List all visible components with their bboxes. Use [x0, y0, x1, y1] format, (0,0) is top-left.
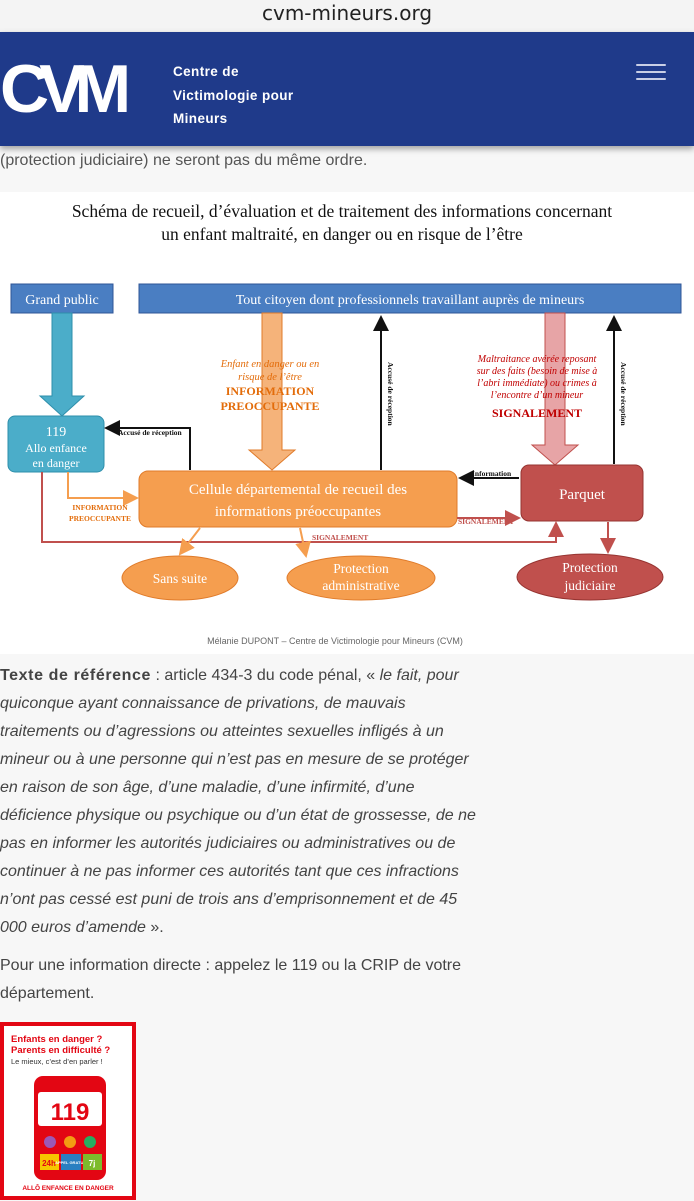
protection-judic-line-2: judiciaire: [564, 578, 616, 593]
diagram-image: Schéma de recueil, d’évaluation et de tr…: [0, 192, 694, 654]
poster-24h: 24h: [42, 1159, 56, 1168]
protection-judic-line-1: Protection: [562, 560, 618, 575]
poster-appel: APPEL GRATUIT: [55, 1160, 87, 1165]
accuse-arrow-119: [104, 420, 191, 470]
maltraitance-line-4: l’encontre d’un mineur: [491, 390, 583, 401]
box-119: [7, 415, 105, 473]
cellule-line-2: informations préoccupantes: [215, 504, 381, 520]
url-text: cvm-mineurs.org: [261, 1, 433, 25]
parquet-label: Parquet: [559, 487, 606, 503]
hamburger-bar: [636, 78, 666, 80]
hamburger-menu-icon[interactable]: [636, 64, 666, 84]
hamburger-bar: [636, 71, 666, 73]
badge-appel: [61, 1154, 81, 1170]
clipped-paragraph: (protection judiciaire) ne seront pas du…: [0, 152, 368, 169]
cellule-line-1: Cellule départemental de recueil des: [189, 482, 407, 498]
poster-footer: ALLÔ ENFANCE EN DANGER: [22, 1183, 114, 1192]
reference-intro: : article 434-3 du code pénal, «: [151, 667, 380, 684]
cvm-logo[interactable]: CVM: [0, 56, 140, 118]
accuse-vertical-2: Accusé de réception: [619, 362, 628, 427]
orange-arrow: [247, 312, 297, 471]
site-name-line-3: Mineurs: [173, 111, 228, 126]
browser-url-bar[interactable]: cvm-mineurs.org: [0, 0, 694, 32]
grand-public-label: Grand public: [25, 293, 98, 308]
happy-face-icon: [84, 1136, 96, 1148]
poster-graphic: Enfants en danger ? Parents en difficult…: [11, 1034, 114, 1192]
neutral-face-icon: [64, 1136, 76, 1148]
signalement-bold: SIGNALEMENT: [492, 406, 582, 420]
cellule-box: [138, 470, 458, 528]
box-119-number: 119: [46, 425, 66, 440]
poster-7j: 7j: [89, 1159, 96, 1168]
tout-citoyen-label: Tout citoyen dont professionnels travail…: [236, 293, 585, 308]
parquet-box: [520, 464, 644, 522]
diagram-credit: Mélanie DUPONT – Centre de Victimologie …: [207, 636, 463, 646]
diagram-title-line-2: un enfant maltraité, en danger ou en ris…: [161, 224, 523, 244]
badge-24h: [40, 1154, 59, 1170]
protection-admin-line-2: administrative: [322, 578, 399, 593]
enfant-danger-line-1: Enfant en danger ou en: [220, 359, 320, 370]
info-preoc-bold-1: INFORMATION: [226, 384, 315, 398]
tout-citoyen-box: [138, 283, 682, 314]
info-preoc-small-1: INFORMATION: [72, 503, 128, 512]
maltraitance-line-3: l’abri immédiate) ou crimes à: [477, 378, 596, 389]
logo-text: CVM: [0, 56, 127, 118]
protection-judic-ellipse: [516, 553, 664, 601]
poster-line-3: Le mieux, c’est d’en parler !: [11, 1057, 103, 1066]
arrow-sans-suite: [178, 527, 201, 556]
info-preoc-small-2: PREOCCUPANTE: [69, 514, 131, 523]
diagram-title-line-1: Schéma de recueil, d’évaluation et de tr…: [72, 201, 612, 221]
box-119-line-2: en danger: [33, 456, 80, 470]
sans-suite-label: Sans suite: [153, 571, 207, 586]
information-label: Information: [472, 469, 512, 478]
hamburger-bar: [636, 64, 666, 66]
poster-line-1: Enfants en danger ?: [11, 1034, 103, 1045]
site-name[interactable]: Centre de Victimologie pour Mineurs: [173, 60, 333, 131]
reference-paragraph: Texte de référence : article 434-3 du co…: [0, 662, 480, 942]
poster-119[interactable]: Enfants en danger ? Parents en difficult…: [0, 1022, 136, 1200]
info-preoc-arrow: [67, 472, 139, 506]
grand-public-box: [10, 283, 114, 314]
box-119-line-1: Allo enfance: [25, 441, 87, 455]
enfant-danger-line-2: risque de l’être: [238, 372, 302, 383]
reference-quote: le fait, pour quiconque ayant connaissan…: [0, 667, 476, 936]
signalement-small-1: SIGNALEMENT: [458, 517, 514, 526]
pink-arrow: [530, 312, 580, 466]
maltraitance-line-1: Maltraitance avérée reposant: [477, 354, 597, 365]
site-name-line-2: Victimologie pour: [173, 87, 294, 103]
article-body: Texte de référence : article 434-3 du co…: [0, 662, 480, 1018]
poster-number: 119: [51, 1099, 90, 1126]
reference-label: Texte de référence: [0, 667, 152, 684]
site-header: CVM Centre de Victimologie pour Mineurs: [0, 32, 694, 146]
accuse-vertical-1: Accusé de réception: [386, 362, 395, 427]
protection-admin-ellipse: [286, 555, 436, 601]
site-name-line-1: Centre de: [173, 64, 239, 79]
badge-7j: [83, 1154, 102, 1170]
info-preoc-bold-2: PREOCCUPANTE: [220, 399, 319, 413]
direct-info-paragraph: Pour une information directe : appelez l…: [0, 957, 462, 1002]
poster-inner: Enfants en danger ? Parents en difficult…: [4, 1026, 132, 1196]
sans-suite-ellipse: [121, 555, 239, 601]
sad-face-icon: [44, 1136, 56, 1148]
signalement-small-2: SIGNALEMENT: [312, 533, 368, 542]
reference-end: ».: [145, 919, 164, 936]
arrow-protection-admin: [295, 527, 311, 558]
teal-arrow: [38, 312, 86, 417]
poster-line-2: Parents en difficulté ?: [11, 1045, 110, 1056]
maltraitance-line-2: sur des faits (besoin de mise à: [477, 366, 598, 377]
protection-admin-line-1: Protection: [333, 561, 389, 576]
accuse-label-119: Accusé de réception: [118, 428, 183, 437]
phone-screen: [38, 1092, 102, 1126]
